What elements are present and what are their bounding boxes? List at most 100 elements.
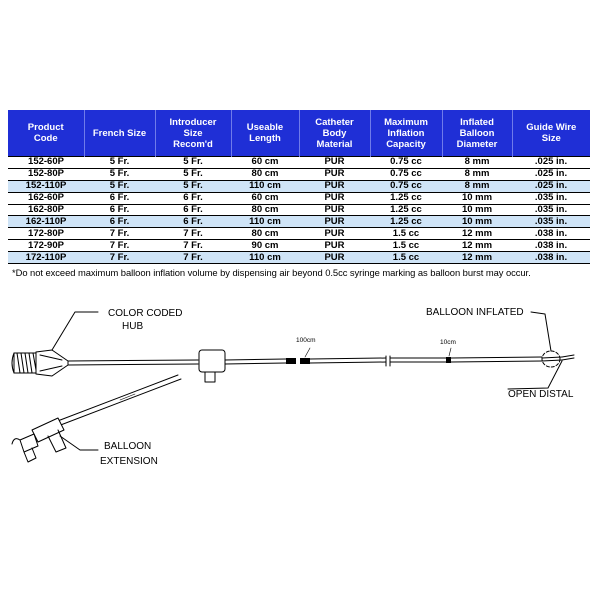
table-cell: 6 Fr. [84, 215, 155, 228]
balloon-inflated-label: BALLOON INFLATED [426, 307, 524, 318]
table-cell: PUR [299, 179, 370, 193]
table-cell: .025 in. [512, 156, 590, 169]
color-coded-hub [35, 349, 69, 377]
table-cell: .035 in. [512, 191, 590, 205]
table-cell: .025 in. [512, 167, 590, 181]
table-cell: 10 mm [442, 215, 512, 228]
table-cell: 12 mm [442, 251, 512, 265]
table-cell: PUR [299, 251, 370, 265]
table-cell: 8 mm [442, 167, 512, 181]
table-cell: PUR [299, 191, 370, 205]
table-cell: .035 in. [512, 203, 590, 216]
table-cell: 7 Fr. [155, 239, 231, 252]
table-cell: .035 in. [512, 215, 590, 228]
table-cell: 60 cm [231, 191, 299, 205]
table-cell: 162-110P [8, 215, 84, 228]
table-cell: 0.75 cc [370, 156, 442, 169]
table-cell: 5 Fr. [155, 156, 231, 169]
table-cell: 8 mm [442, 156, 512, 169]
table-cell: 12 mm [442, 227, 512, 240]
balloon-inflated-icon [541, 350, 561, 368]
table-cell: 12 mm [442, 239, 512, 252]
table-cell: 110 cm [231, 179, 299, 193]
table-cell: 5 Fr. [84, 167, 155, 181]
table-cell: PUR [299, 167, 370, 181]
table-cell: .038 in. [512, 251, 590, 265]
catheter-shaft-proximal [67, 359, 199, 366]
table-cell: .038 in. [512, 227, 590, 240]
table-cell: 6 Fr. [155, 191, 231, 205]
open-distal-label: OPEN DISTAL [508, 389, 574, 400]
table-cell: 162-80P [8, 203, 84, 216]
table-cell: 172-80P [8, 227, 84, 240]
table-cell: 5 Fr. [155, 179, 231, 193]
table-cell: 1.25 cc [370, 203, 442, 216]
balloon-leader-line [530, 311, 552, 352]
table-cell: 152-110P [8, 179, 84, 193]
table-cell: 172-110P [8, 251, 84, 265]
luer-connector-icon [11, 352, 37, 374]
column-header: Inflated Balloon Diameter [441, 110, 512, 157]
table-cell: PUR [299, 239, 370, 252]
catheter-shaft-distal [389, 357, 447, 363]
table-cell: 6 Fr. [155, 215, 231, 228]
stopcock-valve-icon [11, 417, 67, 463]
column-header: Product Code [8, 110, 84, 157]
distal-leader-line [507, 360, 563, 390]
table-cell: 10 mm [442, 191, 512, 205]
mark-100cm-label: 100cm [296, 337, 316, 344]
table-cell: 1.5 cc [370, 227, 442, 240]
table-cell: 60 cm [231, 156, 299, 169]
column-header: Guide Wire Size [511, 110, 590, 157]
table-cell: PUR [299, 203, 370, 216]
extension-leader-line [59, 435, 99, 451]
table-cell: PUR [299, 227, 370, 240]
table-cell: 7 Fr. [155, 251, 231, 265]
catheter-diagram: COLOR CODED HUB BALLOON EXTENSION BALLOO… [11, 307, 575, 467]
table-cell: 7 Fr. [84, 227, 155, 240]
table-cell: 7 Fr. [84, 239, 155, 252]
table-cell: .025 in. [512, 179, 590, 193]
inflation-port [198, 349, 226, 373]
table-cell: 7 Fr. [84, 251, 155, 265]
table-cell: 0.75 cc [370, 167, 442, 181]
column-header: Catheter Body Material [298, 110, 370, 157]
column-header: Introducer Size Recom'd [154, 110, 231, 157]
table-cell: 80 cm [231, 227, 299, 240]
table-cell: PUR [299, 215, 370, 228]
table-cell: 1.25 cc [370, 191, 442, 205]
table-cell: 80 cm [231, 167, 299, 181]
table-cell: 80 cm [231, 203, 299, 216]
table-cell: 6 Fr. [84, 203, 155, 216]
table-cell: 152-60P [8, 156, 84, 169]
table-cell: 90 cm [231, 239, 299, 252]
hub-leader-line [51, 311, 99, 351]
column-header: French Size [83, 110, 155, 157]
table-cell: 1.5 cc [370, 239, 442, 252]
table-cell: 1.25 cc [370, 215, 442, 228]
hub-label: COLOR CODED HUB [108, 308, 185, 332]
column-header: Useable Length [230, 110, 299, 157]
balloon-extension-tube [54, 374, 182, 427]
column-header: Maximum Inflation Capacity [369, 110, 442, 157]
table-cell: 0.75 cc [370, 179, 442, 193]
balloon-extension-label: BALLOON EXTENSION [100, 441, 158, 467]
table-cell: 6 Fr. [84, 191, 155, 205]
table-cell: 10 mm [442, 203, 512, 216]
table-cell: 5 Fr. [155, 167, 231, 181]
table-cell: 152-80P [8, 167, 84, 181]
table-cell: 5 Fr. [84, 179, 155, 193]
table-cell: PUR [299, 156, 370, 169]
table-cell: 5 Fr. [84, 156, 155, 169]
table-cell: 7 Fr. [155, 227, 231, 240]
table-cell: 110 cm [231, 215, 299, 228]
mark-10cm-label: 10cm [440, 339, 456, 346]
